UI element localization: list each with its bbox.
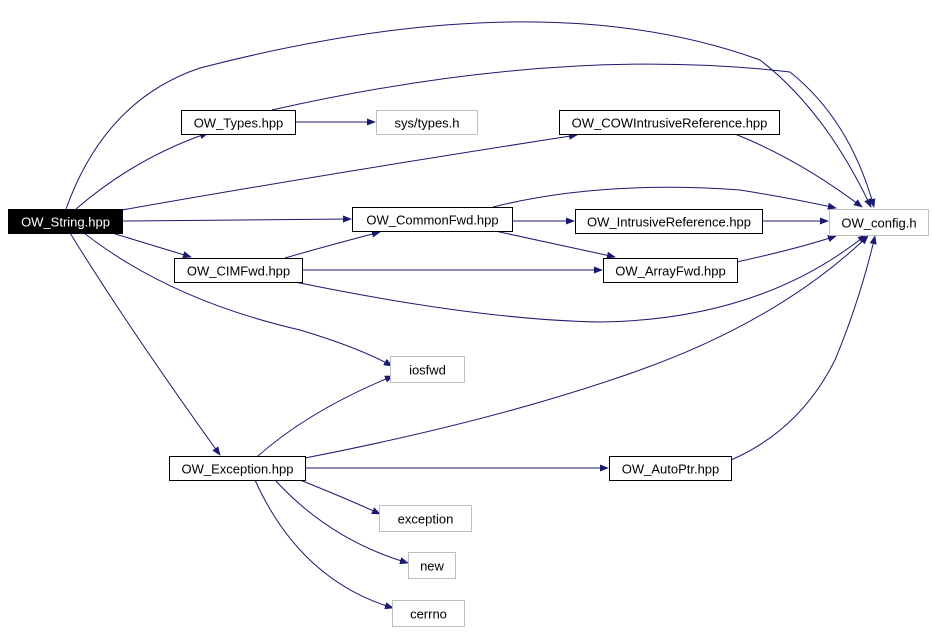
edge-ow-string-to-ow-cimfwd: [111, 232, 192, 259]
edge-ow-exception-to-cerrno: [254, 479, 394, 610]
node-cerrno: cerrno: [392, 600, 465, 627]
edge-ow-cimfwd-to-ow-config: [294, 234, 867, 323]
node-ow-arrayfwd[interactable]: OW_ArrayFwd.hpp: [603, 258, 738, 283]
node-new: new: [408, 552, 456, 579]
edge-ow-string-to-ow-types: [75, 132, 209, 210]
node-box: [603, 258, 738, 283]
node-iosfwd: iosfwd: [390, 356, 465, 383]
node-box: [8, 209, 123, 234]
node-ow-cow[interactable]: OW_COWIntrusiveReference.hpp: [559, 110, 780, 135]
edge-ow-exception-to-exception: [299, 479, 381, 515]
node-label: OW_COWIntrusiveReference.hpp: [572, 116, 768, 131]
edge-ow-cow-to-ow-config: [734, 133, 863, 208]
node-ow-autoptr[interactable]: OW_AutoPtr.hpp: [609, 456, 732, 481]
node-label: OW_CommonFwd.hpp: [366, 213, 498, 228]
edge-ow-arrayfwd-to-ow-config: [736, 235, 837, 263]
node-exception: exception: [379, 505, 472, 532]
node-label: OW_config.h: [841, 216, 916, 231]
node-ow-config: OW_config.h: [829, 209, 929, 236]
edge-ow-autoptr-to-ow-config: [730, 235, 877, 461]
node-label: iosfwd: [409, 363, 446, 378]
node-ow-intrusive[interactable]: OW_IntrusiveReference.hpp: [575, 209, 763, 234]
edge-ow-string-to-ow-commonfwd: [121, 215, 352, 223]
edges: [65, 21, 877, 610]
node-label: OW_IntrusiveReference.hpp: [587, 215, 751, 230]
node-label: new: [420, 559, 444, 574]
edge-ow-cimfwd-to-ow-commonfwd: [284, 230, 381, 259]
node-box: [609, 456, 732, 481]
node-ow-string[interactable]: OW_String.hpp: [8, 209, 123, 234]
node-label: sys/types.h: [394, 116, 459, 131]
node-box: [174, 258, 303, 283]
node-ow-exception[interactable]: OW_Exception.hpp: [169, 456, 306, 481]
node-box: [181, 110, 296, 135]
node-box: [379, 505, 472, 532]
node-label: OW_String.hpp: [21, 215, 110, 230]
edge-ow-exception-to-iosfwd: [257, 375, 394, 457]
node-label: OW_ArrayFwd.hpp: [615, 264, 726, 279]
edge-ow-string-to-ow-cow: [121, 132, 578, 211]
edge-ow-exception-to-new: [274, 479, 409, 565]
node-label: OW_CIMFwd.hpp: [187, 264, 290, 279]
edge-ow-string-to-ow-exception: [69, 232, 221, 456]
edge-ow-string-to-ow-config: [65, 21, 872, 210]
node-label: exception: [398, 512, 454, 527]
edge-ow-types-to-ow-config: [271, 63, 876, 208]
edge-ow-string-to-iosfwd: [83, 232, 393, 367]
node-sys-types: sys/types.h: [376, 110, 478, 135]
edge-ow-exception-to-ow-config: [304, 235, 869, 459]
node-box: [408, 552, 456, 579]
node-box: [352, 207, 513, 232]
node-ow-types[interactable]: OW_Types.hpp: [181, 110, 296, 135]
node-box: [390, 356, 465, 383]
node-label: OW_Exception.hpp: [181, 462, 293, 477]
node-box: [169, 456, 306, 481]
node-box: [829, 209, 929, 236]
edge-ow-commonfwd-to-ow-arrayfwd: [494, 230, 616, 259]
node-box: [392, 600, 465, 627]
node-ow-cimfwd[interactable]: OW_CIMFwd.hpp: [174, 258, 303, 283]
node-box: [559, 110, 780, 135]
node-label: cerrno: [410, 607, 447, 622]
node-box: [376, 110, 478, 135]
node-ow-commonfwd[interactable]: OW_CommonFwd.hpp: [352, 207, 513, 232]
node-label: OW_AutoPtr.hpp: [622, 462, 720, 477]
node-box: [575, 209, 763, 234]
node-label: OW_Types.hpp: [194, 116, 284, 131]
edge-ow-commonfwd-to-ow-config: [492, 186, 837, 210]
